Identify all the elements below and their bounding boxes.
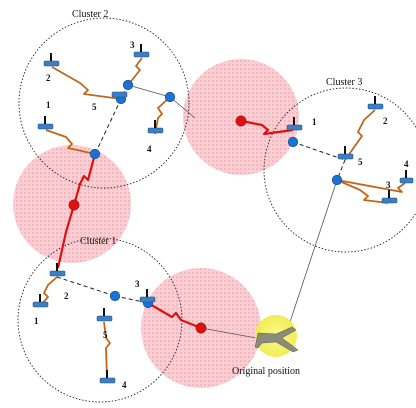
aircraft-position-label: Original position [232, 366, 300, 377]
cluster-2-boundary [18, 17, 190, 189]
c3-node-label-4: 4 [404, 159, 409, 169]
c1-node-label-4: 4 [122, 380, 127, 390]
c2-node-label-2: 2 [46, 73, 51, 83]
c1-node-label-2: 2 [64, 291, 69, 301]
aircraft-icon [254, 315, 299, 357]
c3-node-label-1: 1 [312, 117, 317, 127]
c1-node-label-5: 5 [103, 330, 108, 340]
connection-lines [127, 84, 338, 340]
c2-node-label-1: 1 [46, 100, 51, 110]
c2-node-label-3: 3 [130, 40, 135, 50]
sensor-nodes [32, 44, 414, 384]
c1-node-label-1: 1 [34, 316, 39, 326]
c3-node-label-3: 3 [386, 180, 391, 190]
c2-node-label-5: 5 [92, 102, 97, 112]
radio-links [39, 57, 406, 381]
cluster-heads [89, 79, 343, 309]
cluster-1-title: Cluster 1 [80, 236, 116, 247]
relay-links [56, 119, 294, 330]
c3-node-label-2: 2 [383, 116, 388, 126]
c1-node-label-3: 3 [135, 279, 140, 289]
cluster-2-title: Cluster 2 [72, 9, 108, 20]
c3-node-label-5: 5 [358, 157, 363, 167]
c2-node-label-4: 4 [147, 144, 152, 154]
cluster-3-title: Cluster 3 [326, 77, 362, 88]
relay-nodes [68, 115, 247, 334]
